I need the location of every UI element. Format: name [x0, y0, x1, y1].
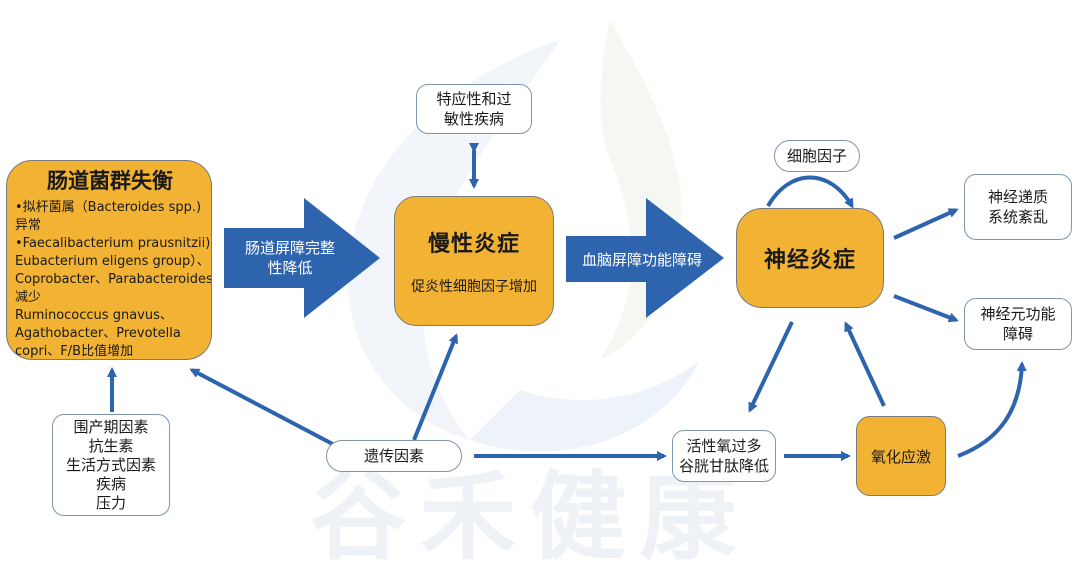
gut-dysbiosis-title: 肠道菌群失衡 [47, 169, 173, 193]
gut-dysbiosis-line: Coprobacter、Parabacteroides [15, 272, 212, 287]
neuro-to-ros-arrow [748, 321, 794, 413]
gut-dysbiosis-line: Agathobacter、Prevotella [15, 326, 181, 341]
gut-barrier-block-arrow [224, 198, 380, 318]
neuron-dysfunction-line: 障碍 [1002, 325, 1033, 343]
gut-dysbiosis-line: 异常 [15, 218, 42, 233]
risk-factor-item: 抗生素 [88, 436, 134, 455]
allergic-disease-line: 敏性疾病 [443, 110, 504, 128]
cytokine-curved-arrow [766, 175, 854, 209]
oxidative-to-neuro-arrow [844, 321, 886, 407]
risk-factor-item: 压力 [95, 493, 126, 512]
genetic-factors-box: 遗传因素 [326, 440, 462, 472]
cytokine-box: 细胞因子 [774, 140, 860, 172]
genetic-to-chronic-arrow [412, 333, 459, 441]
gut-dysbiosis-line: 减少 [15, 290, 42, 305]
neurotransmitter-line: 神经递质 [987, 188, 1048, 206]
neurotransmitter-box: 神经递质 系统紊乱 [964, 174, 1072, 240]
risk-factor-item: 疾病 [95, 474, 126, 493]
chronic-inflammation-box: 慢性炎症 促炎性细胞因子增加 [394, 196, 554, 326]
neuro-to-neurotransmitter-arrow [893, 208, 959, 240]
gut-barrier-label-line: 性降低 [267, 259, 313, 277]
ros-glutathione-box: 活性氧过多 谷胱甘肽降低 [672, 430, 776, 482]
gut-dysbiosis-box: 肠道菌群失衡 •拟杆菌属（Bacteroides spp.) 异常 •Faeca… [6, 160, 212, 360]
gut-barrier-label: 肠道屏障完整 性降低 [232, 238, 348, 278]
gut-dysbiosis-line: Eubacterium eligens group）、 [15, 254, 210, 269]
allergic-disease-box: 特应性和过 敏性疾病 [416, 84, 532, 134]
neuroinflammation-box: 神经炎症 [736, 208, 884, 308]
allergic-disease-line: 特应性和过 [436, 90, 512, 108]
chronic-inflammation-subtitle: 促炎性细胞因子增加 [411, 279, 537, 295]
gut-barrier-label-line: 肠道屏障完整 [244, 239, 335, 257]
ros-glutathione-line: 活性氧过多 [686, 437, 762, 455]
gut-dysbiosis-line: •Faecalibacterium prausnitzii)、 [15, 236, 212, 251]
ros-glutathione-line: 谷胱甘肽降低 [678, 457, 769, 475]
risk-factor-item: 围产期因素 [73, 417, 149, 436]
bbb-label: 血脑屏障功能障碍 [581, 251, 702, 269]
bbb-block-arrow [566, 198, 724, 318]
neuro-to-neuron-arrow [893, 294, 959, 323]
risk-factors-box: 围产期因素 抗生素 生活方式因素 疾病 压力 [52, 414, 170, 516]
neuroinflammation-title: 神经炎症 [763, 248, 856, 273]
chronic-inflammation-title: 慢性炎症 [427, 232, 520, 257]
neuron-dysfunction-line: 神经元功能 [980, 305, 1056, 323]
risk-factor-item: 生活方式因素 [65, 455, 156, 474]
neurotransmitter-line: 系统紊乱 [987, 208, 1048, 226]
gut-dysbiosis-line: copri、F/B比值增加 [15, 344, 134, 359]
genetic-to-gut-arrow [189, 368, 345, 452]
gut-dysbiosis-line: Ruminococcus gnavus、 [15, 308, 173, 323]
watermark-text: 谷禾健康 [310, 461, 750, 573]
oxidative-to-neuron-arrow [957, 361, 1027, 458]
neuron-dysfunction-box: 神经元功能 障碍 [964, 298, 1072, 350]
gut-dysbiosis-line: •拟杆菌属（Bacteroides spp.) [15, 200, 202, 215]
oxidative-stress-box: 氧化应激 [856, 416, 946, 496]
